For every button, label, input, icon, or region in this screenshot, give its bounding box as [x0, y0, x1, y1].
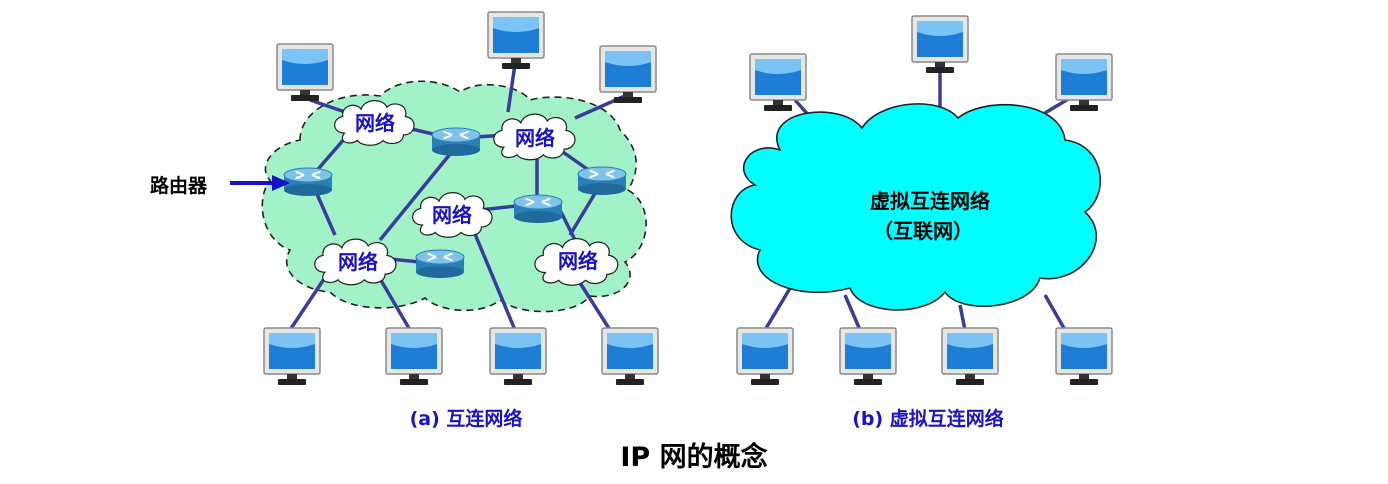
- caption-b: (b) 虚拟互连网络: [852, 407, 1004, 430]
- computer-icon: [941, 327, 999, 386]
- network-label: 网络: [558, 249, 598, 273]
- diagram-title: IP 网的概念: [620, 441, 767, 473]
- network-label: 网络: [338, 250, 378, 274]
- network-cloud-5: 网络: [534, 237, 619, 286]
- computer-icon: [489, 327, 547, 386]
- network-cloud-1: 网络: [334, 99, 415, 146]
- network-label: 网络: [432, 203, 472, 227]
- caption-a: (a) 互连网络: [410, 407, 523, 430]
- computer-icon: [599, 45, 657, 104]
- network-cloud-4: 网络: [314, 238, 397, 286]
- computer-icon: [263, 327, 321, 386]
- computer-icon: [487, 11, 545, 70]
- computer-icon: [385, 327, 443, 386]
- virtual-internet-label: 虚拟互连网络: [870, 189, 990, 213]
- network-label: 网络: [515, 126, 555, 150]
- router-icon: [431, 127, 481, 156]
- router-icon: [283, 167, 333, 196]
- router-pointer-arrow: [230, 175, 290, 191]
- router-label: 路由器: [150, 174, 208, 197]
- cloud-icon: [730, 103, 1101, 311]
- computer-icon: [276, 43, 334, 102]
- network-label: 网络: [355, 111, 395, 135]
- router-icon: [577, 166, 627, 195]
- router-icon: [415, 249, 465, 278]
- computer-icon: [1055, 327, 1113, 386]
- internet-label: （互联网）: [873, 219, 973, 243]
- computer-icon: [601, 327, 659, 386]
- computer-icon: [911, 15, 969, 74]
- internet-cloud: 虚拟互连网络 （互联网）: [730, 103, 1101, 311]
- network-cloud-2: 网络: [493, 113, 576, 161]
- router-icon: [513, 194, 563, 223]
- network-cloud-3: 网络: [412, 191, 493, 238]
- computer-icon: [736, 327, 794, 386]
- computer-icon: [839, 327, 897, 386]
